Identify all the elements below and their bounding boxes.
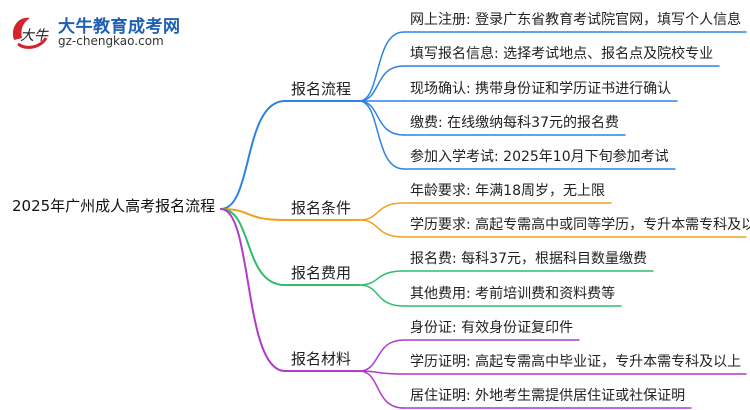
logo-title: 大牛教育成考网 [58,17,181,37]
leaf-fill-info: 填写报名信息: 选择考试地点、报名点及院校专业 [410,46,714,62]
leaf-other-fees: 其他费用: 考前培训费和资料费等 [410,286,616,302]
leaf-age: 年龄要求: 年满18周岁，无上限 [410,183,605,199]
bull-logo-icon: 大牛 [12,17,49,49]
branch-to-leaf-link [358,202,405,221]
branch-to-leaf-link [358,370,405,409]
leaf-exam: 参加入学考试: 2025年10月下旬参加考试 [410,149,669,165]
branch-fees: 报名费用 [291,264,352,282]
branch-to-leaf-link [358,339,405,372]
leaf-diploma: 学历证明: 高起专需高中毕业证，专升本需专科及以上 [410,354,742,370]
site-logo: 大牛 大牛教育成考网 gz-chengkao.com [8,10,208,54]
leaf-education: 学历要求: 高起专需高中或同等学历，专升本需专科及以上 [410,217,750,233]
branch-process: 报名流程 [291,80,352,98]
branch-to-leaf-link [358,270,405,286]
root-to-branch-link [220,208,286,372]
leaf-id-card: 身份证: 有效身份证复印件 [410,320,574,336]
leaf-fee: 报名费: 每科37元，根据科目数量缴费 [410,251,647,267]
branch-conditions: 报名条件 [291,199,352,217]
root-node: 2025年广州成人高考报名流程 [12,197,216,215]
root-to-branch-link [220,100,286,210]
leaf-online-register: 网上注册: 登录广东省教育考试院官网，填写个人信息 [410,12,742,28]
leaf-residence: 居住证明: 外地考生需提供居住证或社保证明 [410,388,686,404]
logo-mark-text: 大牛 [20,28,49,44]
root-to-branch-link [220,208,286,221]
branch-to-leaf-link [358,100,405,170]
leaf-onsite-confirm: 现场确认: 携带身份证和学历证书进行确认 [410,81,672,97]
branch-to-leaf-link [358,65,405,102]
root-to-branch-link [220,208,286,286]
branch-to-leaf-link [358,100,405,136]
branch-to-leaf-link [358,284,405,307]
leaf-payment: 缴费: 在线缴纳每科37元的报名费 [410,115,619,131]
branch-to-leaf-link [358,219,405,238]
logo-url: gz-chengkao.com [58,34,164,48]
branch-to-leaf-link [358,31,405,102]
branch-materials: 报名材料 [291,350,352,368]
